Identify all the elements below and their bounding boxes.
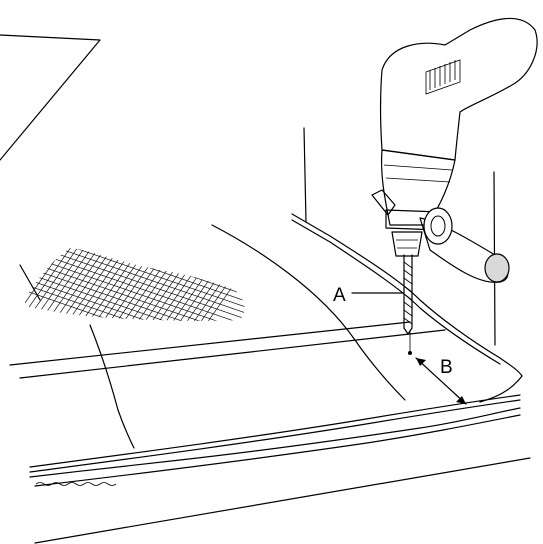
dimension-b-line [415,357,467,405]
power-drill-icon [371,17,538,335]
drill-hole-mark [408,351,412,355]
front-gutter [29,394,521,487]
arrow-head-start [416,358,426,366]
hole-and-dimension [408,330,467,405]
sheet-edges [19,224,406,449]
arrow-head-end [456,396,466,404]
wall-lines [0,34,496,346]
mesh-grid [25,248,245,321]
side-edge [291,213,523,403]
handle-end-cap [484,253,510,283]
label-b: B [440,357,453,378]
label-a: A [333,285,346,306]
floor-lines [9,321,531,544]
fiberglass-mesh-patch [25,248,245,321]
